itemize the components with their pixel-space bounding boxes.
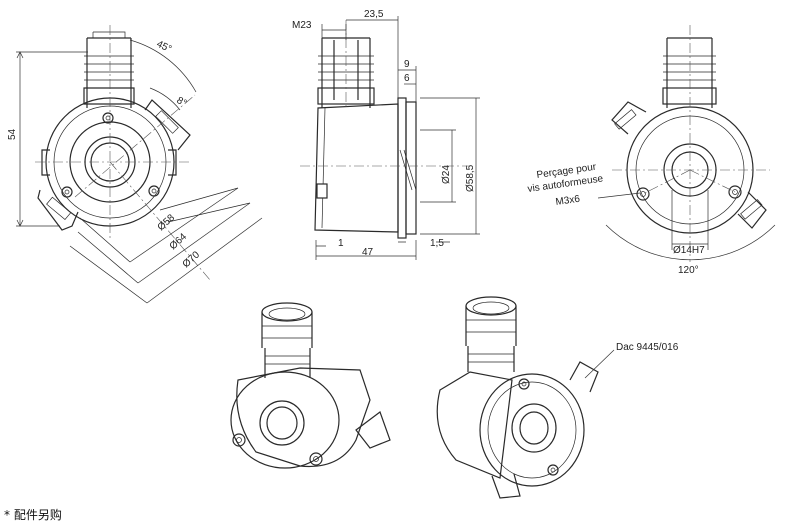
dim-1: 1 — [338, 238, 344, 249]
dim-6: 6 — [404, 73, 410, 84]
side-view — [300, 16, 480, 260]
dim-23-5: 23,5 — [364, 9, 384, 20]
dim-diameter-24: Ø24 — [441, 165, 452, 184]
dim-1-5: 1,5 — [430, 238, 444, 249]
dim-m23: M23 — [292, 20, 312, 31]
dim-diameter-70: Ø70 — [181, 249, 203, 270]
iso-view-left — [230, 302, 391, 469]
part-label-dac: Dac 9445/016 — [616, 342, 679, 353]
dim-diameter-58: Ø58 — [156, 212, 178, 233]
rear-view — [597, 25, 776, 262]
dim-diameter-58-5: Ø58,5 — [465, 164, 476, 192]
front-view — [16, 25, 263, 304]
dim-bore-14h7: Ø14H7 — [673, 245, 705, 256]
dim-angle-8: 8° — [175, 95, 189, 109]
iso-view-right — [436, 296, 615, 499]
dim-angle-120: 120° — [678, 265, 699, 276]
footnote: * 配件另购 — [4, 508, 62, 522]
dim-height-54: 54 — [7, 128, 18, 140]
dim-9: 9 — [404, 59, 410, 70]
dim-angle-45: 45° — [155, 39, 173, 55]
dim-47: 47 — [362, 247, 374, 258]
rear-note-line-3: M3x6 — [555, 194, 581, 208]
